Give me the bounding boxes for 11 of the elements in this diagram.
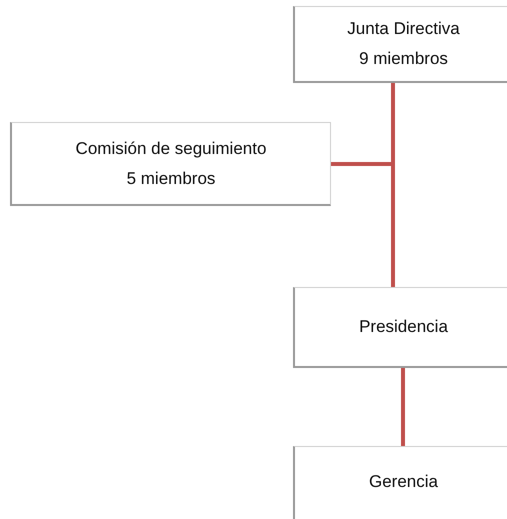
org-box: [293, 6, 507, 83]
box-title: Gerencia: [369, 471, 438, 493]
org-box: [10, 122, 331, 206]
org-box: [293, 446, 507, 519]
org-box: [293, 287, 507, 368]
box-title: Comisión de seguimiento: [76, 138, 266, 160]
connector-line: [401, 368, 405, 446]
box-title: Junta Directiva: [347, 18, 460, 40]
box-title: Presidencia: [359, 316, 448, 338]
box-subtitle: 9 miembros: [359, 48, 448, 70]
box-subtitle: 5 miembros: [126, 168, 216, 190]
